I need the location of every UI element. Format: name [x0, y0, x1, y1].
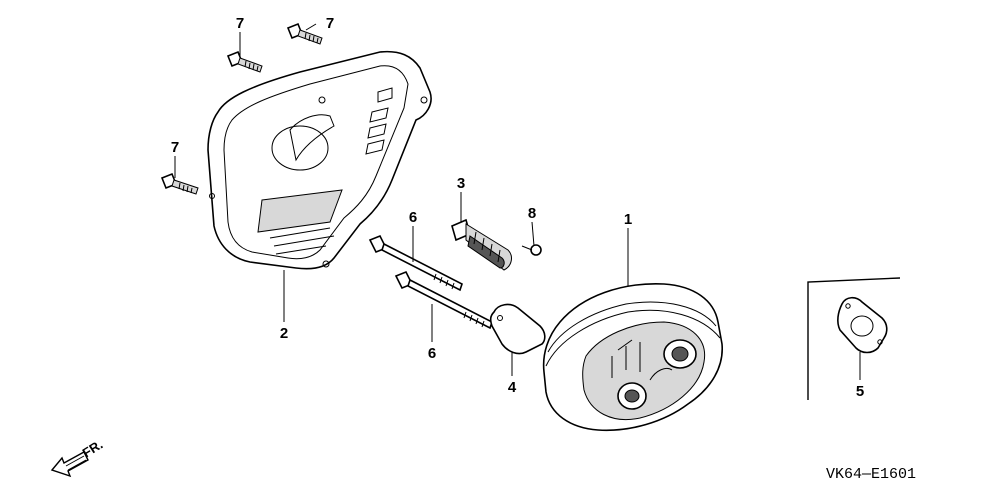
diagram-code: VK64—E1601 — [826, 466, 916, 483]
flange-bolt-7-left — [226, 50, 263, 73]
callout-6-stud-upper: 6 — [409, 209, 417, 226]
exhaust-gasket-4 — [489, 303, 546, 355]
stud-bolt-6-lower — [394, 270, 493, 330]
callout-4-gasket: 4 — [508, 379, 517, 396]
callout-8-screw: 8 — [528, 205, 536, 222]
flange-bolt-7-lower — [160, 172, 199, 195]
spark-arrester — [451, 218, 512, 271]
stud-bolt-6-upper — [368, 234, 463, 292]
muffler-protector — [207, 50, 432, 270]
tapping-screw — [521, 244, 542, 256]
flange-bolt-7-top — [286, 22, 323, 45]
callout-7-bolt-left: 7 — [236, 15, 244, 32]
callout-2-protector: 2 — [280, 325, 288, 342]
callout-6-stud-lower: 6 — [428, 345, 436, 362]
front-direction-arrow — [50, 451, 89, 478]
callout-7-bolt-lower: 7 — [171, 139, 179, 156]
leader-lines — [174, 23, 861, 380]
inset-panel — [807, 277, 901, 400]
muffler — [542, 283, 723, 432]
callout-3-spark-arrester: 3 — [457, 175, 465, 192]
callout-1-muffler: 1 — [624, 211, 632, 228]
callout-5-gasket-inset: 5 — [856, 383, 864, 400]
callout-7-bolt-top: 7 — [326, 15, 334, 32]
gasket-5 — [837, 296, 888, 354]
